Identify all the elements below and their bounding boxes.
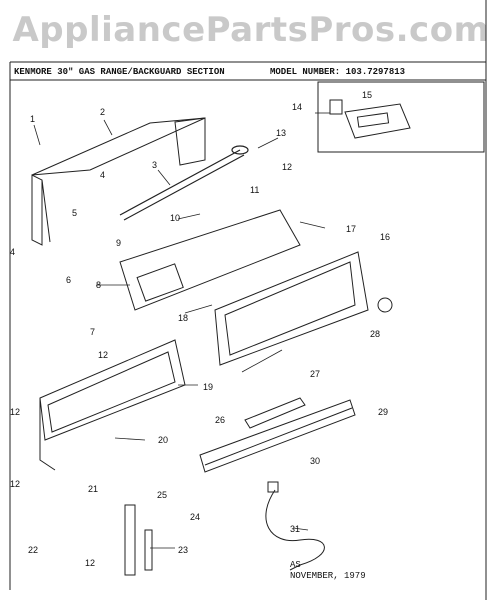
clock-timer-assembly	[329, 99, 411, 139]
model-number-line: MODEL NUMBER: 103.7297813	[270, 67, 405, 77]
callout-2: 2	[100, 107, 105, 117]
callout-12e: 12	[85, 558, 95, 568]
callout-12c: 12	[10, 407, 20, 417]
backguard-top-panel	[31, 117, 206, 246]
callout-7: 7	[90, 327, 95, 337]
callout-15: 15	[362, 90, 372, 100]
model-label: MODEL NUMBER:	[270, 67, 341, 77]
manifold-tube	[119, 145, 249, 221]
knob	[377, 297, 393, 313]
callout-28: 28	[370, 329, 380, 339]
callout-30: 30	[310, 456, 320, 466]
callout-6: 6	[66, 275, 71, 285]
callout-23: 23	[178, 545, 188, 555]
control-panel	[119, 209, 301, 311]
callout-16: 16	[380, 232, 390, 242]
callout-21: 21	[88, 484, 98, 494]
diagram-footer: AS NOVEMBER, 1979	[290, 560, 366, 582]
callout-9: 9	[116, 238, 121, 248]
callout-25: 25	[157, 490, 167, 500]
footer-code: AS	[290, 560, 301, 570]
callout-18: 18	[178, 313, 188, 323]
callout-4a: 4	[100, 170, 105, 180]
callout-14: 14	[292, 102, 302, 112]
leader-lines	[33, 112, 330, 549]
callout-22: 22	[28, 545, 38, 555]
callout-20: 20	[158, 435, 168, 445]
callout-4b: 4	[10, 247, 15, 257]
power-cord	[265, 481, 325, 571]
callout-11: 11	[250, 185, 259, 195]
callout-26: 26	[215, 415, 225, 425]
footer-date: NOVEMBER, 1979	[290, 571, 366, 581]
trim-strip	[199, 399, 356, 473]
diagram-header: KENMORE 30" GAS RANGE/BACKGUARD SECTION …	[10, 64, 486, 80]
callout-13: 13	[276, 128, 286, 138]
callout-29: 29	[378, 407, 388, 417]
backguard-glass	[214, 251, 369, 366]
inset-box	[317, 81, 485, 153]
section-title: KENMORE 30" GAS RANGE/BACKGUARD SECTION	[14, 67, 225, 77]
callout-27: 27	[310, 369, 320, 379]
callout-8: 8	[96, 280, 101, 290]
callout-24: 24	[190, 512, 200, 522]
callout-12a: 12	[282, 162, 292, 172]
model-number: 103.7297813	[345, 67, 406, 77]
brackets	[124, 504, 153, 576]
callout-17: 17	[346, 224, 356, 234]
callout-31: 31	[290, 524, 300, 534]
callout-10: 10	[170, 213, 180, 223]
callout-1: 1	[30, 114, 35, 124]
handle	[244, 397, 306, 429]
callout-12b: 12	[98, 350, 108, 360]
callout-3: 3	[152, 160, 157, 170]
callout-19: 19	[203, 382, 213, 392]
callout-5: 5	[72, 208, 77, 218]
callout-12d: 12	[10, 479, 20, 489]
